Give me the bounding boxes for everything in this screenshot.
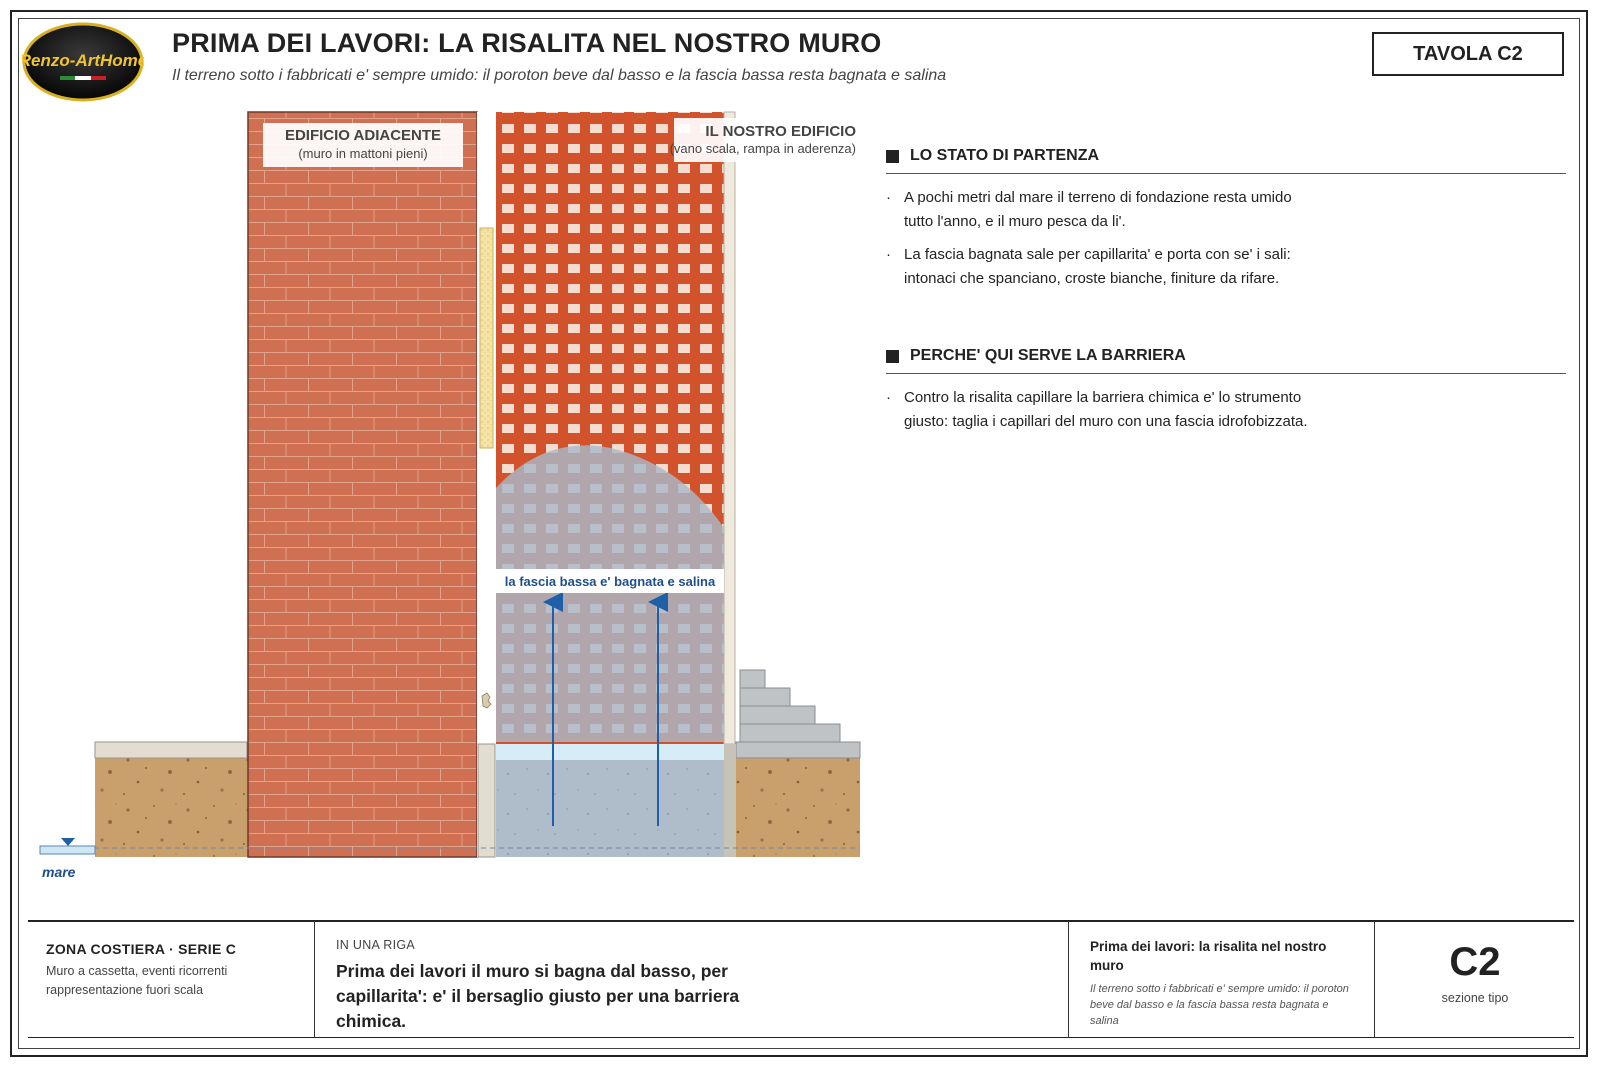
left-paving <box>94 741 248 759</box>
page-title: PRIMA DEI LAVORI: LA RISALITA NEL NOSTRO… <box>172 28 882 58</box>
summary-text: Prima dei lavori il muro si bagna dal ba… <box>336 961 740 1031</box>
adjacent-brick-wall <box>247 111 478 858</box>
note-bullet: ·A pochi metri dal mare il terreno di fo… <box>886 189 1292 230</box>
inner-frame <box>18 18 1580 1049</box>
sheet-subtitle: Il terreno sotto i fabbricati e' sempre … <box>1090 983 1349 1027</box>
right-paving <box>735 741 861 759</box>
wet-label-box <box>496 569 724 593</box>
square-bullet-icon <box>886 349 899 363</box>
adjacent-label-box <box>263 123 463 167</box>
page-subtitle: Il terreno sotto i fabbricati e' sempre … <box>172 67 947 84</box>
note-bullet: ·La fascia bagnata sale per capillarita'… <box>886 246 1291 287</box>
svg-text:Renzo-ArtHome: Renzo-ArtHome <box>22 51 144 70</box>
plaster-layer <box>723 111 736 745</box>
titleblock-zone: ZONA COSTIERA · SERIE C Muro a cassetta,… <box>46 941 236 1000</box>
titleblock-bottom-rule <box>28 1037 1574 1038</box>
sea-label: mare <box>42 864 76 880</box>
sheet-code: C2 <box>1449 940 1501 984</box>
ours-label-sub: (vano scala, rampa in aderenza) <box>670 141 856 156</box>
titleblock-divider <box>1374 921 1375 1037</box>
titleblock-top-rule <box>28 920 1574 922</box>
ours-label-title: IL NOSTRO EDIFICIO <box>705 123 856 140</box>
wet-zone <box>496 445 724 742</box>
summary-label: IN UNA RIGA <box>336 938 416 952</box>
zone-line: rappresentazione fuori scala <box>46 983 204 997</box>
joint-filler <box>479 227 494 449</box>
titleblock-sheet: Prima dei lavori: la risalita nel nostro… <box>1090 937 1350 1029</box>
sheet-code-sub: sezione tipo <box>1441 991 1509 1005</box>
stair-ramp <box>739 669 841 743</box>
section-heading: PERCHE' QUI SERVE LA BARRIERA <box>886 347 1566 374</box>
brand-logo: Renzo-ArtHome <box>22 22 144 102</box>
board-code-box: TAVOLA C2 <box>1372 32 1564 76</box>
adjacent-label-title: EDIFICIO ADIACENTE <box>285 127 441 144</box>
wet-label: la fascia bassa e' bagnata e salina <box>505 574 716 589</box>
outer-frame <box>10 10 1588 1057</box>
joint-base <box>477 743 496 858</box>
ours-label-box <box>674 118 856 162</box>
sheet-title: Prima dei lavori: la risalita nel nostro… <box>1090 939 1327 973</box>
foundation-concrete <box>496 760 724 857</box>
notes-section-barrier: PERCHE' QUI SERVE LA BARRIERA ·Contro la… <box>886 347 1566 434</box>
foundation-top <box>496 744 724 760</box>
titleblock-divider <box>1068 921 1069 1037</box>
notes-section-start: LO STATO DI PARTENZA ·A pochi metri dal … <box>886 147 1566 291</box>
titleblock-summary: IN UNA RIGA Prima dei lavori il muro si … <box>336 938 806 1034</box>
titleblock-code: C2 sezione tipo <box>1375 940 1575 1005</box>
adjacent-label-sub: (muro in mattoni pieni) <box>298 146 427 161</box>
wall-section-drawing: mare la fascia bassa e' bagnata e salina… <box>39 111 861 880</box>
sea-water <box>39 845 96 855</box>
water-level-icon <box>61 838 75 846</box>
note-bullet: ·Contro la risalita capillare la barrier… <box>886 389 1308 430</box>
section-heading: LO STATO DI PARTENZA <box>886 147 1566 174</box>
square-bullet-icon <box>886 149 899 163</box>
zone-title: ZONA COSTIERA · SERIE C <box>46 941 237 957</box>
zone-line: Muro a cassetta, eventi ricorrenti <box>46 964 228 978</box>
foundation-edge <box>724 744 736 857</box>
joint-debris <box>481 692 492 709</box>
titleblock-divider <box>314 921 315 1037</box>
